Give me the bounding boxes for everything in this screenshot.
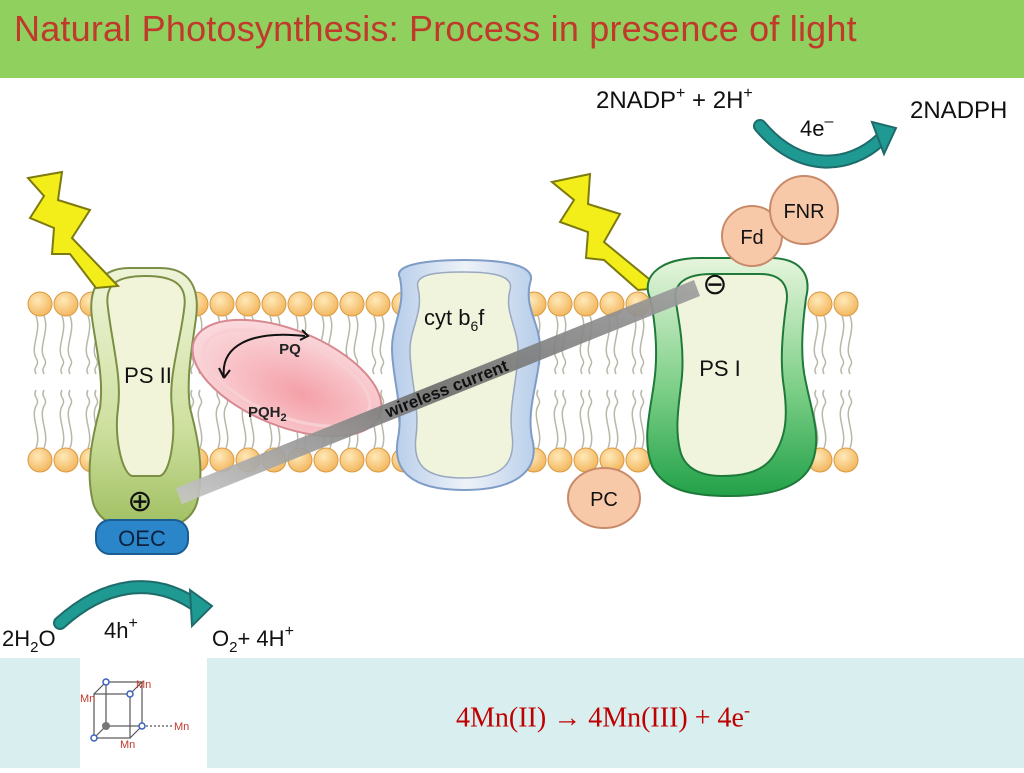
- lipid-tail: [631, 315, 637, 375]
- mn-atom-label: Mn: [120, 739, 135, 751]
- cyt-label: cyt b6f: [424, 305, 485, 334]
- lipid-tail: [67, 315, 73, 375]
- lipid-head: [287, 291, 313, 317]
- lipid-tail: [839, 389, 845, 449]
- lipid-tail: [535, 389, 541, 449]
- lipid-head: [625, 447, 651, 473]
- lipid-tail: [85, 315, 91, 375]
- lipid-tail: [631, 389, 637, 449]
- lipid-head: [365, 291, 391, 317]
- lipid-tail: [579, 389, 585, 449]
- lipid-head: [209, 291, 235, 317]
- lipid-tail: [821, 389, 827, 449]
- lipid-head: [547, 447, 573, 473]
- ps1-complex: PS I ⊖: [646, 257, 818, 498]
- lipid-head: [53, 291, 79, 317]
- lipid-tail: [33, 389, 39, 449]
- lipid-tail: [33, 315, 39, 375]
- lipid-head: [807, 291, 833, 317]
- lipid-tail: [59, 315, 65, 375]
- ps2-complex: PS II ⊕: [88, 267, 202, 532]
- lipid-tail: [553, 389, 559, 449]
- lipid-head: [313, 447, 339, 473]
- lipid-tail: [85, 389, 91, 449]
- pq-pool: PQ PQH2: [191, 318, 383, 438]
- lipid-head: [27, 291, 53, 317]
- pc: PC: [567, 467, 641, 529]
- lipid-tail: [41, 315, 47, 375]
- lipid-tail: [605, 389, 611, 449]
- lipid-head: [573, 291, 599, 317]
- pc-label: PC: [590, 489, 618, 511]
- pqh2-label: PQH2: [248, 404, 287, 424]
- lipid-tail: [613, 389, 619, 449]
- plus-hole-symbol: ⊕: [127, 485, 152, 518]
- lipid-tail: [587, 389, 593, 449]
- mn-atom-label: Mn: [80, 693, 95, 705]
- fd-fnr: Fd FNR: [721, 175, 839, 267]
- lipid-head: [261, 291, 287, 317]
- lipid-head: [833, 447, 859, 473]
- lipid-tail: [371, 315, 377, 375]
- nadp-reactants: 2NADP+ + 2H+: [596, 85, 753, 114]
- lipid-tail: [639, 389, 645, 449]
- oec-label: OEC: [118, 526, 166, 551]
- nadph-label: 2NADPH: [910, 97, 1007, 124]
- lipid-tail: [813, 315, 819, 375]
- lipid-tail: [59, 389, 65, 449]
- water-label: 2H2O: [2, 626, 56, 656]
- lightning-bolt-icon: [26, 170, 121, 290]
- equation-right: 4Mn(III) + 4e: [588, 702, 744, 734]
- lipid-tail: [847, 389, 853, 449]
- pq-label: PQ: [279, 341, 301, 358]
- lipid-tail: [839, 315, 845, 375]
- fd-label: Fd: [740, 227, 763, 249]
- slide-title: Natural Photosynthesis: Process in prese…: [14, 8, 857, 49]
- lipid-tail: [847, 315, 853, 375]
- equation-left: 4Mn(II): [456, 702, 547, 734]
- slide-header: Natural Photosynthesis: Process in prese…: [0, 0, 1024, 78]
- photosynthesis-diagram: PS II ⊕ OEC PQ PQH2 cyt b6f PS I ⊖ wirel…: [2, 85, 1007, 656]
- mn-cluster-figure: Mn Mn Mn Mn: [80, 658, 207, 768]
- mn-oxidation-equation: 4Mn(II) → 4Mn(III) + 4e-: [456, 700, 750, 734]
- lipid-tail: [41, 389, 47, 449]
- lipid-tail: [561, 315, 567, 375]
- lipid-tail: [67, 389, 73, 449]
- lipid-head: [235, 291, 261, 317]
- oxygen-label: O2+ 4H+: [212, 623, 294, 656]
- oec: OEC: [95, 519, 189, 555]
- lipid-tail: [813, 389, 819, 449]
- minus-electron-symbol: ⊖: [702, 268, 727, 301]
- lipid-tail: [197, 389, 203, 449]
- lipid-tail: [639, 315, 645, 375]
- equation-arrow: →: [553, 702, 582, 734]
- lipid-head: [313, 291, 339, 317]
- lipid-head: [365, 447, 391, 473]
- lipid-head: [339, 291, 365, 317]
- lipid-tail: [215, 389, 221, 449]
- lightning-bolt-icon: [549, 172, 663, 292]
- ps2-label: PS II: [124, 363, 172, 388]
- electrons-top: 4e–: [800, 113, 833, 141]
- fnr-label: FNR: [783, 201, 824, 223]
- lipid-head: [547, 291, 573, 317]
- mn-atom-label: Mn: [174, 721, 189, 733]
- lipid-tail: [379, 315, 385, 375]
- water-oxidation: 2H2O 4h+ O2+ 4H+: [2, 580, 294, 656]
- holes-label: 4h+: [104, 615, 138, 643]
- lipid-tail: [553, 315, 559, 375]
- ps1-label: PS I: [699, 356, 741, 381]
- lipid-head: [27, 447, 53, 473]
- lipid-tail: [561, 389, 567, 449]
- lipid-head: [833, 291, 859, 317]
- lipid-head: [53, 447, 79, 473]
- nadp-reaction: 2NADP+ + 2H+ 4e– 2NADPH: [596, 85, 1007, 169]
- mn-atom-label: Mn: [136, 679, 151, 691]
- lipid-tail: [821, 315, 827, 375]
- equation-superscript: -: [743, 700, 750, 720]
- lipid-head: [339, 447, 365, 473]
- mn-cube-icon: Mn Mn Mn Mn: [80, 678, 189, 751]
